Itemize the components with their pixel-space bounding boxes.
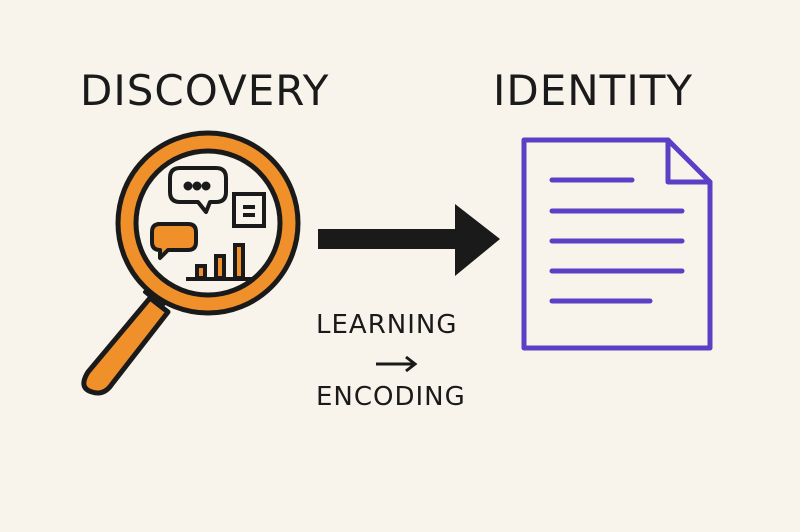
chat-bubble-icon	[150, 166, 228, 260]
encoding-label: ENCODING	[316, 382, 466, 412]
document-icon	[232, 192, 266, 228]
small-arrow-icon	[376, 355, 418, 373]
discovery-title: DISCOVERY	[80, 66, 330, 115]
learning-label: LEARNING	[316, 310, 458, 340]
bar-chart-icon	[186, 243, 253, 281]
arrow-right-icon	[318, 204, 500, 276]
identity-title: IDENTITY	[493, 66, 694, 115]
identity-document-icon	[521, 137, 713, 351]
magnifying-glass-icon	[81, 130, 301, 396]
